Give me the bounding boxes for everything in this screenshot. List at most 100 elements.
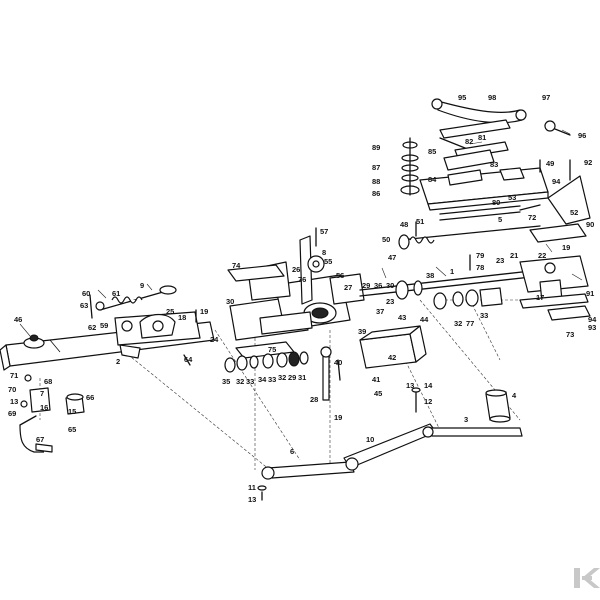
- top-link-arm: [431, 98, 571, 159]
- callout-49: 49: [546, 159, 554, 168]
- callout-51: 51: [416, 217, 424, 226]
- callout-61: 61: [112, 289, 120, 298]
- callout-32: 32: [454, 319, 462, 328]
- callout-27: 27: [344, 283, 352, 292]
- callout-37: 37: [376, 307, 384, 316]
- callout-34: 34: [258, 375, 267, 384]
- spring-stack-86-89: [400, 137, 420, 196]
- callout-24: 24: [210, 335, 219, 344]
- callout-10: 10: [366, 435, 374, 444]
- callout-66: 66: [86, 393, 94, 402]
- right-mount-bracket: [519, 223, 591, 321]
- callout-14: 14: [424, 381, 433, 390]
- brand-k-logo: [574, 568, 600, 588]
- callout-8: 8: [322, 248, 326, 257]
- callout-32b: 32: [236, 377, 244, 386]
- callout-65: 65: [68, 425, 76, 434]
- callout-48: 48: [400, 220, 408, 229]
- callout-60: 60: [82, 289, 90, 298]
- callout-69: 69: [8, 409, 16, 418]
- callout-12: 12: [424, 397, 432, 406]
- callout-42: 42: [388, 353, 396, 362]
- callout-83: 83: [490, 160, 498, 169]
- callout-33b: 33: [246, 377, 254, 386]
- callout-32c: 32: [278, 373, 286, 382]
- callout-86: 86: [372, 189, 380, 198]
- callout-73: 73: [566, 330, 574, 339]
- callout-45: 45: [374, 389, 382, 398]
- callout-6: 6: [290, 447, 294, 456]
- callout-3: 3: [464, 415, 468, 424]
- spring-rod-assembly: [95, 285, 177, 311]
- callout-74: 74: [232, 261, 241, 270]
- callout-77: 77: [466, 319, 474, 328]
- callout-80: 80: [492, 198, 500, 207]
- callout-21: 21: [510, 251, 518, 260]
- callout-91: 91: [586, 289, 594, 298]
- control-box-42: [359, 325, 427, 369]
- callout-33c: 33: [268, 375, 276, 384]
- callout-81: 81: [478, 133, 486, 142]
- callout-96: 96: [578, 131, 586, 140]
- callout-67: 67: [36, 435, 44, 444]
- callout-55: 55: [324, 257, 332, 266]
- callout-93: 93: [588, 323, 596, 332]
- callout-17: 17: [536, 293, 544, 302]
- washer-stack-left: [224, 351, 309, 373]
- callout-11: 11: [248, 483, 256, 492]
- callout-57: 57: [320, 227, 328, 236]
- callout-23b: 23: [386, 297, 394, 306]
- plate-90: [547, 175, 591, 225]
- callout-43: 43: [398, 313, 406, 322]
- callout-5: 5: [498, 215, 502, 224]
- callout-62: 62: [88, 323, 96, 332]
- callout-19c: 19: [334, 413, 342, 422]
- callout-40: 40: [334, 358, 342, 367]
- right-shaft-assembly: [359, 269, 541, 310]
- callout-47: 47: [388, 253, 396, 262]
- callout-29b: 29: [288, 373, 296, 382]
- callout-25: 25: [166, 307, 174, 316]
- callout-35: 35: [222, 377, 230, 386]
- callout-52: 52: [570, 208, 578, 217]
- callout-15: 15: [68, 407, 76, 416]
- callout-36: 36: [374, 281, 382, 290]
- callout-16: 16: [40, 403, 48, 412]
- callout-87: 87: [372, 163, 380, 172]
- tension-rod-51: [398, 204, 541, 250]
- callout-85: 85: [428, 147, 436, 156]
- callout-53: 53: [508, 193, 516, 202]
- callout-39: 39: [358, 327, 366, 336]
- callout-labels: 95 98 97 96 81 82 89 85 83 87 84 88 86 4…: [8, 93, 597, 504]
- callout-94b: 94: [588, 315, 597, 324]
- fasteners: [89, 159, 571, 501]
- callout-13b: 13: [10, 397, 18, 406]
- callout-79: 79: [476, 251, 484, 260]
- callout-88: 88: [372, 177, 380, 186]
- callout-4: 4: [512, 391, 517, 400]
- callout-95: 95: [458, 93, 466, 102]
- callout-31: 31: [298, 373, 306, 382]
- left-hinge-bracket: [114, 311, 201, 359]
- callout-68: 68: [44, 377, 52, 386]
- callout-72: 72: [528, 213, 536, 222]
- plate-74: [227, 264, 285, 282]
- callout-23: 23: [496, 256, 504, 265]
- callout-33: 33: [480, 311, 488, 320]
- callout-94: 94: [552, 177, 561, 186]
- callout-89: 89: [372, 143, 380, 152]
- cylinder-4: [485, 389, 511, 423]
- callout-50: 50: [382, 235, 390, 244]
- callout-59: 59: [100, 321, 108, 330]
- callout-92: 92: [584, 158, 592, 167]
- callout-9: 9: [140, 281, 144, 290]
- bracket-82-85: [443, 149, 495, 186]
- leader-lines: [19, 129, 583, 337]
- callout-26: 26: [292, 265, 300, 274]
- left-coupling-parts: [19, 374, 85, 453]
- callout-90: 90: [586, 220, 594, 229]
- callout-13c: 13: [248, 495, 256, 504]
- callout-41: 41: [372, 375, 380, 384]
